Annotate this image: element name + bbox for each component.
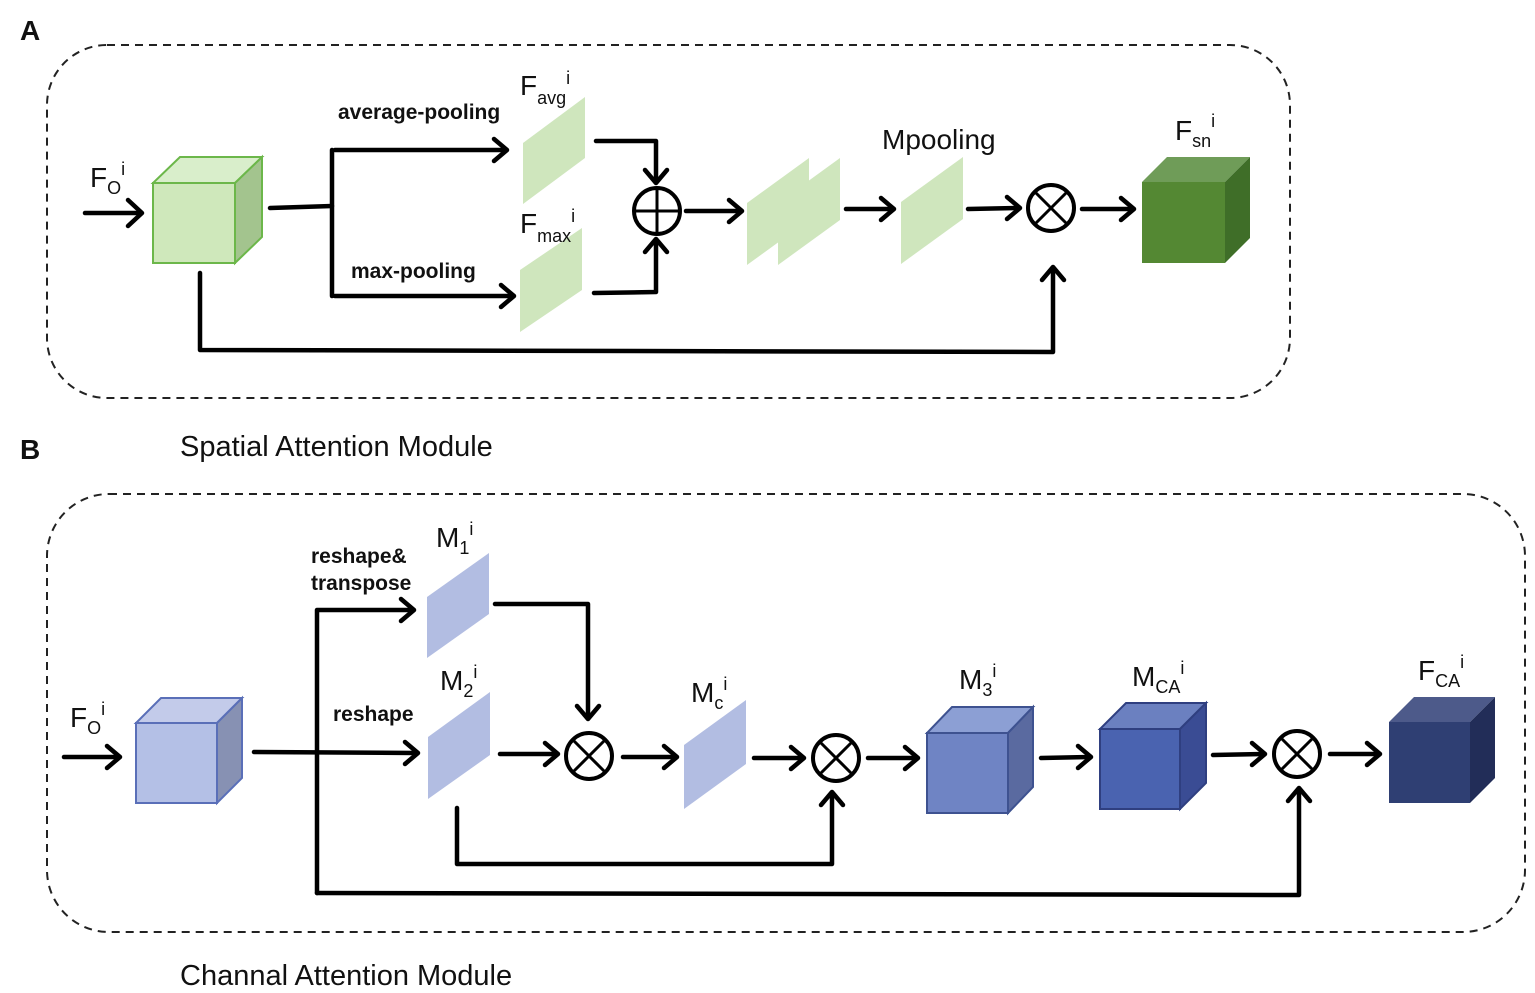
panel-b-mca-label: MCAi — [1132, 658, 1184, 697]
panel-a-output-cube — [1142, 157, 1250, 263]
panel-b-caption: Channal Attention Module — [180, 960, 512, 992]
panel-a-mpooling-label: Mpooling — [882, 124, 996, 155]
panel-b-split-lines — [251, 596, 421, 896]
panel-b-m1-to-multiply — [492, 601, 602, 722]
panel-b-input-cube — [133, 695, 245, 806]
panel-b-multiply-2 — [811, 733, 861, 783]
panel-a-favg-slab — [523, 97, 585, 204]
panel-b-arrow-to-mc — [620, 743, 680, 771]
panel-b-mc-label: Mci — [691, 674, 727, 713]
panel-b-m1-slab — [427, 553, 489, 658]
panel-b-output-cube — [1389, 697, 1495, 803]
panel-b-arrow-to-m3 — [865, 744, 921, 772]
panel-a-concat-slabs — [747, 158, 840, 265]
panel-b-m3-cube — [924, 704, 1036, 816]
panel-b-mca-cube — [1097, 700, 1209, 812]
panel-b-m2-skip — [454, 789, 846, 867]
panel-a-arrow-to-concat — [683, 197, 745, 225]
panel-a-fmax-label: Fmaxi — [520, 206, 575, 246]
panel-b-m2-slab — [428, 692, 490, 799]
panel-a-arrow-to-output — [1079, 195, 1137, 223]
panel-a-split-lines — [267, 136, 517, 310]
panel-a-branch-max: max-pooling — [351, 260, 476, 283]
panel-a-arrow-to-mpooling — [843, 195, 897, 223]
panel-b-m1-label: M1i — [436, 519, 473, 558]
panel-b-branch-top-1: reshape& — [311, 545, 407, 568]
panel-b-branch-mid: reshape — [333, 703, 414, 726]
panel-b-arrow-to-mca — [1038, 743, 1094, 771]
panel-a-arrow-to-multiply — [965, 194, 1023, 222]
panel-a-frame — [46, 44, 1291, 399]
panel-a-sum-operator — [632, 186, 682, 236]
panel-a-caption: Spatial Attention Module — [180, 431, 493, 463]
panel-a-multiply-operator — [1026, 183, 1076, 233]
panel-a-output-label: Fsni — [1175, 111, 1215, 151]
panel-b-frame — [46, 493, 1526, 933]
panel-a-branch-avg: average-pooling — [338, 101, 500, 124]
panel-b-arrow-to-multiply-2 — [751, 744, 807, 772]
panel-b-m2-to-multiply — [497, 740, 561, 768]
panel-b-input-skip — [314, 785, 1313, 898]
panel-a-fmax-slab — [520, 228, 582, 332]
panel-b-input-arrow — [61, 743, 123, 771]
panel-b-letter: B — [20, 434, 40, 465]
panel-b-input-label: FOi — [70, 699, 105, 738]
panel-a-sum-inputs — [591, 138, 670, 296]
panel-b-multiply-3 — [1272, 729, 1322, 779]
panel-b-arrow-to-multiply-3 — [1210, 740, 1268, 768]
panel-a-favg-label: Favgi — [520, 68, 570, 108]
panel-a-input-cube — [150, 154, 265, 266]
panel-a-input-label: FOi — [90, 159, 125, 198]
panel-b-mc-slab — [684, 700, 746, 809]
panel-b-multiply-1 — [564, 731, 614, 781]
panel-a-letter: A — [20, 15, 40, 46]
panel-a-input-arrow — [82, 197, 145, 229]
panel-a-mpooling-slab — [901, 157, 963, 264]
panel-b-output-label: FCAi — [1418, 652, 1464, 691]
panel-b-branch-top-2: transpose — [311, 572, 411, 595]
panel-b-arrow-to-output — [1327, 740, 1383, 768]
panel-b-m3-label: M3i — [959, 661, 996, 700]
panel-b-m2-label: M2i — [440, 662, 477, 701]
panel-a-skip-connection — [197, 264, 1067, 355]
